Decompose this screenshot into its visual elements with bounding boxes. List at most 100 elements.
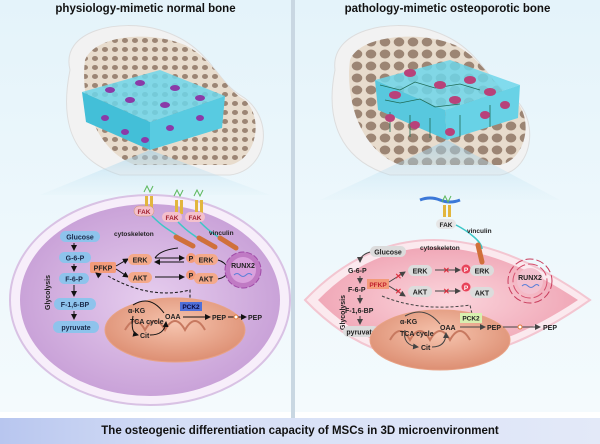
pep-label: PEP (248, 315, 262, 322)
dna-icon (233, 273, 253, 277)
fak-label: FAK (138, 209, 151, 216)
akt-node (408, 286, 432, 297)
tca-label: TCA cycle (130, 319, 164, 326)
phospho-marker (186, 270, 196, 280)
erk-label: ERK (133, 258, 148, 265)
f16bp-label: F-1,6-BP (345, 308, 374, 315)
transporter-icon (517, 324, 523, 330)
footer-caption: The osteogenic differentiation capacity … (101, 425, 499, 437)
normal-glycolysis-pathway: Glycolysis Glucose G-6-P F-6-P F-1,6-BP … (45, 231, 116, 333)
erk-node (128, 254, 152, 265)
fak-label: FAK (166, 215, 179, 222)
transporter-icon (233, 314, 239, 320)
osteoporotic-bone-illustration (320, 25, 560, 200)
fak-node (185, 212, 205, 222)
pep-label: PEP (212, 315, 226, 322)
p-erk-label: ERK (199, 258, 214, 265)
runx2-nucleus: RUNX2 (507, 258, 553, 304)
p-erk-node (194, 254, 218, 265)
pfkp-node (367, 279, 389, 289)
fak-label: FAK (189, 215, 202, 222)
phospho-label: P (189, 256, 194, 263)
erk-node (408, 265, 432, 276)
p-akt-label: AKT (199, 277, 214, 284)
normal-membrane: FAK FAK FAK cytoskeleton vinculin (114, 184, 239, 251)
vinculin-label: vinculin (467, 228, 492, 235)
block-cross-icon: ✕ (443, 266, 450, 275)
pep-label: PEP (543, 325, 557, 332)
akt-label: AKT (133, 276, 148, 283)
oaa-label: OAA (165, 314, 181, 321)
glycolysis-label: Glycolysis (45, 275, 52, 310)
pfkp-label: PFKP (369, 282, 387, 289)
glucose-label: Glucose (374, 250, 402, 257)
pyruvate-node (343, 326, 379, 337)
osteoporotic-signaling: ✕ ✕ ERK AKT ✕ ✕ P ERK P AKT RUNX2 (381, 258, 553, 315)
vinculin-label: vinculin (209, 230, 234, 237)
collagen-fiber-icon (419, 196, 461, 204)
normal-bone-title: physiology-mimetic normal bone (55, 3, 236, 15)
fak-node (133, 205, 155, 217)
akt-label: AKT (413, 290, 428, 297)
normal-mitochondrion: α-KG TCA cycle Cit OAA PCK2 PEP PEP (104, 297, 262, 363)
g6p-label: G-6-P (348, 268, 367, 275)
pck2-label: PCK2 (462, 316, 480, 323)
pyruvate-label: pyruvate (61, 325, 90, 332)
pyruvate-node (53, 321, 99, 333)
cytoskeleton-fiber (475, 242, 485, 265)
osteoporotic-bone-title: pathology-mimetic osteoporotic bone (344, 3, 551, 15)
g6p-label: G-6-P (66, 256, 85, 263)
phospho-label: P (189, 273, 194, 280)
cit-label: Cit (421, 345, 431, 352)
pfkp-label: PFKP (94, 266, 113, 273)
f16bp-label: F-1,6-BP (61, 302, 90, 309)
pfkp-node (90, 262, 116, 273)
block-cross-icon: ✕ (395, 287, 402, 296)
pck2-node-osteo (460, 313, 482, 323)
akt-node (128, 272, 152, 283)
block-cross-icon: ✕ (443, 287, 450, 296)
block-cross-icon: ✕ (395, 272, 402, 281)
oaa-label: OAA (440, 325, 456, 332)
diagram-canvas: FAK FAK FAK cytoskeleton vinculin Glycol… (9, 25, 592, 406)
phospho-marker (461, 264, 471, 274)
p-akt-label: AKT (475, 291, 490, 298)
integrin-icon (143, 184, 154, 210)
phospho-label: P (464, 267, 469, 274)
phospho-label: P (464, 285, 469, 292)
dna-icon (521, 284, 540, 288)
pep-label: PEP (487, 325, 501, 332)
p-akt-node (194, 273, 218, 284)
glucose-label: Glucose (66, 235, 94, 242)
pyruvate-label: pyruvate (346, 330, 375, 337)
osteoporotic-mitochondrion: α-KG TCA cycle Cit OAA PCK2 PEP PEP (369, 309, 557, 371)
fak-node (162, 212, 182, 222)
runx2-label: RUNX2 (518, 275, 542, 282)
fak-label: FAK (440, 222, 453, 229)
glucose-node (60, 231, 100, 242)
osteoporotic-cells (385, 69, 510, 136)
erk-label: ERK (413, 269, 428, 276)
f6p-node (59, 273, 89, 284)
cytoskeleton-label: cytoskeleton (114, 231, 154, 238)
glucose-node (370, 246, 406, 257)
panel-divider (291, 0, 295, 418)
normal-cells (101, 80, 205, 143)
cytoskeleton-fibers (173, 234, 239, 251)
footer-caption-bar: The osteogenic differentiation capacity … (0, 418, 600, 444)
g6p-node (59, 252, 91, 263)
osteoporotic-membrane: FAK vinculin cytoskeleton (419, 194, 492, 265)
p-akt-node (470, 287, 494, 298)
runx2-nucleus: RUNX2 (224, 251, 262, 289)
p-erk-label: ERK (475, 269, 490, 276)
runx2-label: RUNX2 (231, 263, 255, 270)
akg-label: α-KG (128, 308, 146, 315)
phospho-marker (186, 253, 196, 263)
f6p-label: F-6-P (348, 287, 366, 294)
f16bp-node (54, 298, 96, 310)
f6p-label: F-6-P (65, 277, 83, 284)
integrin-icon (441, 194, 452, 217)
tca-label: TCA cycle (400, 331, 434, 338)
akg-label: α-KG (400, 319, 418, 326)
phospho-marker (461, 282, 471, 292)
